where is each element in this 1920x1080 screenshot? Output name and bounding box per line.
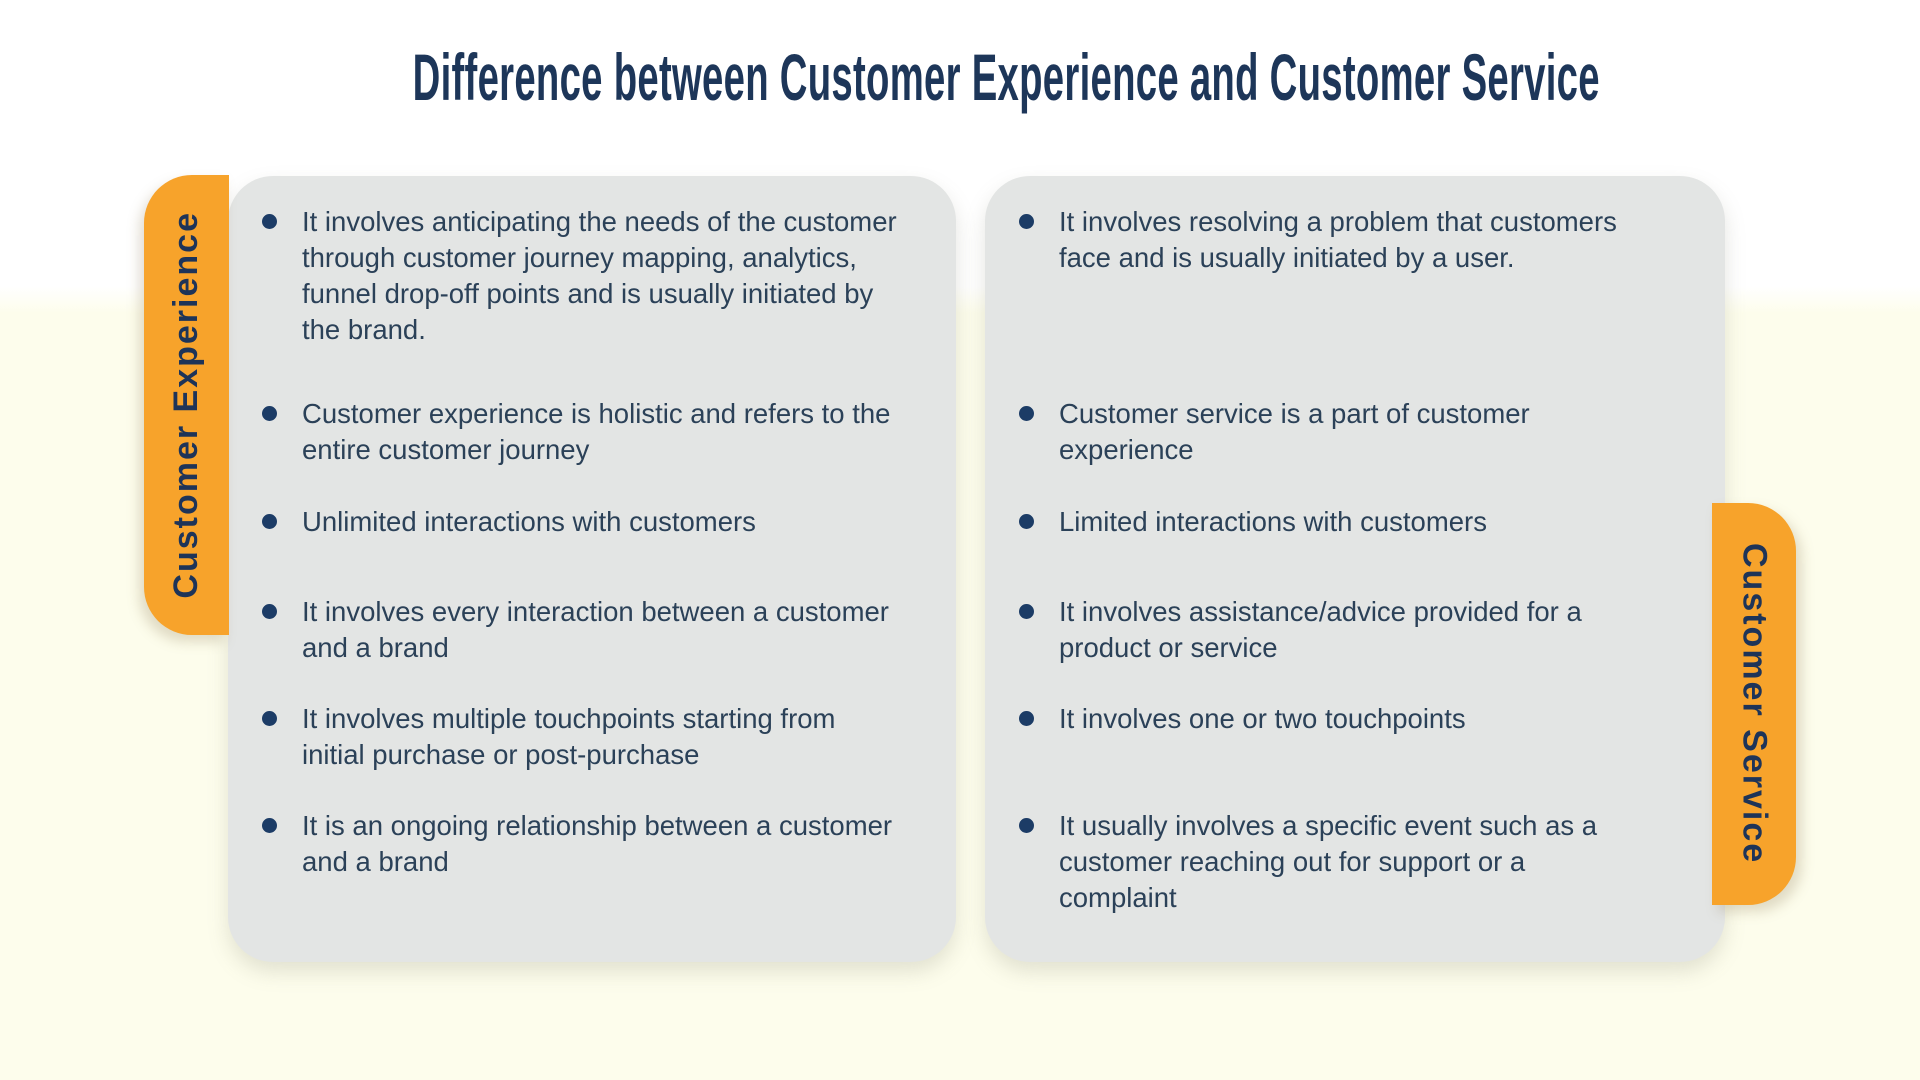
bullet-text: It involves multiple touchpoints startin…: [302, 703, 836, 770]
bullet-dot-icon: [1019, 406, 1034, 421]
bullet-text: Customer experience is holistic and refe…: [302, 398, 891, 465]
bullet-item: Unlimited interactions with customers: [262, 504, 902, 540]
bullet-text: It involves assistance/advice provided f…: [1059, 596, 1582, 663]
bullet-item: Customer service is a part of customer e…: [1019, 396, 1625, 468]
bullet-text: It involves one or two touchpoints: [1059, 703, 1466, 734]
bullet-dot-icon: [1019, 604, 1034, 619]
bullet-text: It involves resolving a problem that cus…: [1059, 206, 1617, 273]
bullet-text: Customer service is a part of customer e…: [1059, 398, 1530, 465]
bullet-item: It involves resolving a problem that cus…: [1019, 204, 1625, 276]
bullet-item: It involves every interaction between a …: [262, 594, 902, 666]
customer-service-tab-label: Customer Service: [1735, 543, 1774, 865]
bullet-item: It involves multiple touchpoints startin…: [262, 701, 902, 773]
bullet-item: Customer experience is holistic and refe…: [262, 396, 902, 468]
page-title-text: Difference between Customer Experience a…: [412, 40, 1600, 114]
bullet-dot-icon: [1019, 818, 1034, 833]
bullet-text: It usually involves a specific event suc…: [1059, 810, 1598, 913]
bullet-dot-icon: [262, 711, 277, 726]
bullet-dot-icon: [1019, 711, 1034, 726]
bullet-dot-icon: [1019, 214, 1034, 229]
bullet-item: It usually involves a specific event suc…: [1019, 808, 1625, 916]
customer-experience-tab: Customer Experience: [144, 175, 229, 635]
bullet-item: Limited interactions with customers: [1019, 504, 1625, 540]
customer-service-panel: It involves resolving a problem that cus…: [985, 176, 1725, 962]
bullet-text: It involves anticipating the needs of th…: [302, 206, 897, 345]
bullet-dot-icon: [262, 514, 277, 529]
bullet-text: Unlimited interactions with customers: [302, 506, 756, 537]
customer-experience-tab-label: Customer Experience: [167, 211, 205, 599]
bullet-text: It involves every interaction between a …: [302, 596, 889, 663]
bullet-dot-icon: [1019, 514, 1034, 529]
customer-service-tab: Customer Service: [1712, 503, 1796, 905]
bullet-item: It involves one or two touchpoints: [1019, 701, 1625, 737]
bullet-dot-icon: [262, 604, 277, 619]
bullet-dot-icon: [262, 214, 277, 229]
bullet-item: It is an ongoing relationship between a …: [262, 808, 902, 880]
bullet-dot-icon: [262, 406, 277, 421]
bullet-dot-icon: [262, 818, 277, 833]
page-title: Difference between Customer Experience a…: [0, 42, 1920, 112]
bullet-text: Limited interactions with customers: [1059, 506, 1487, 537]
bullet-item: It involves assistance/advice provided f…: [1019, 594, 1625, 666]
bullet-item: It involves anticipating the needs of th…: [262, 204, 902, 348]
bullet-text: It is an ongoing relationship between a …: [302, 810, 893, 877]
customer-experience-panel: It involves anticipating the needs of th…: [228, 176, 956, 962]
